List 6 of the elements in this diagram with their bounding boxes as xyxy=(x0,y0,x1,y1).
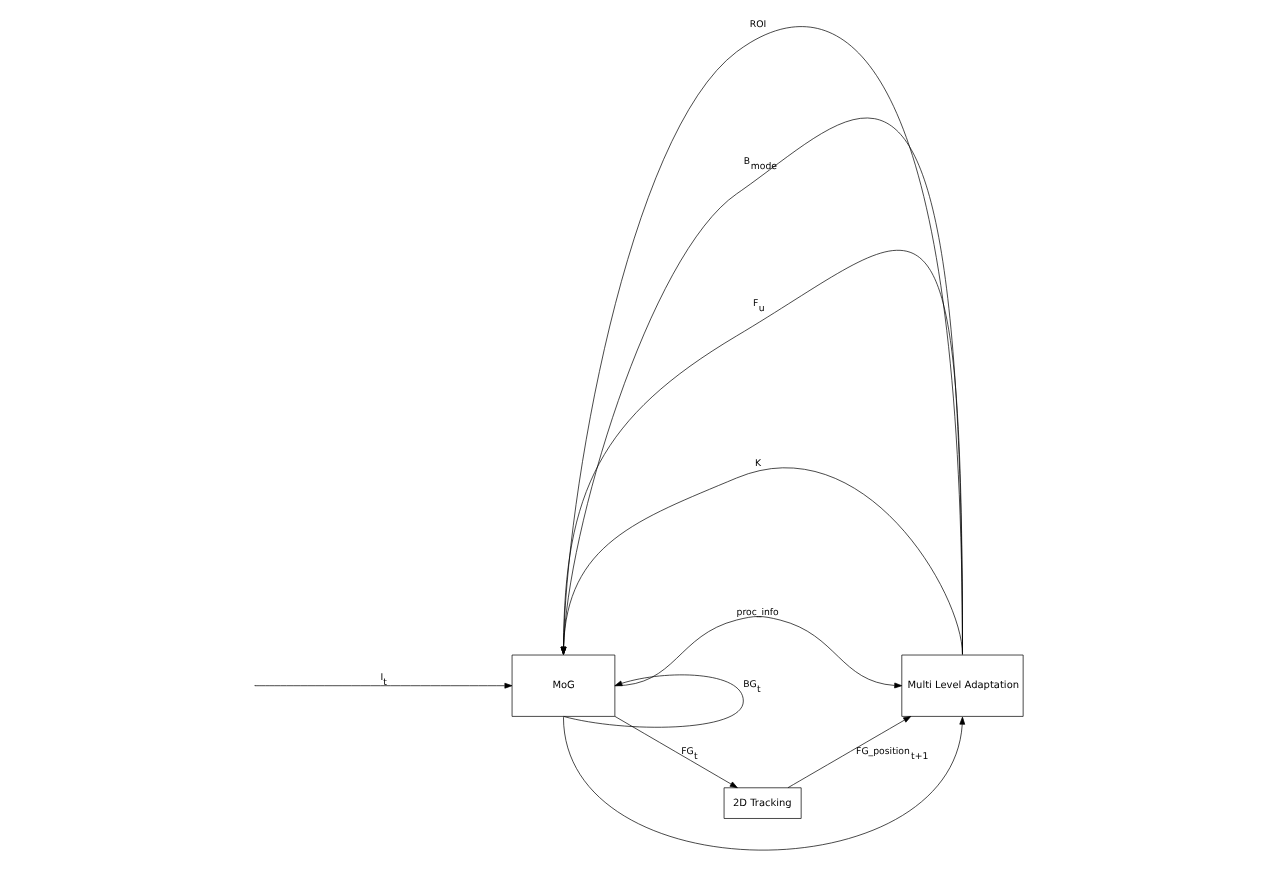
arrow xyxy=(560,250,963,655)
arrow xyxy=(255,682,513,689)
arrow xyxy=(787,716,912,789)
arrow xyxy=(614,716,738,789)
arrow xyxy=(560,468,963,655)
arrow xyxy=(563,716,966,851)
